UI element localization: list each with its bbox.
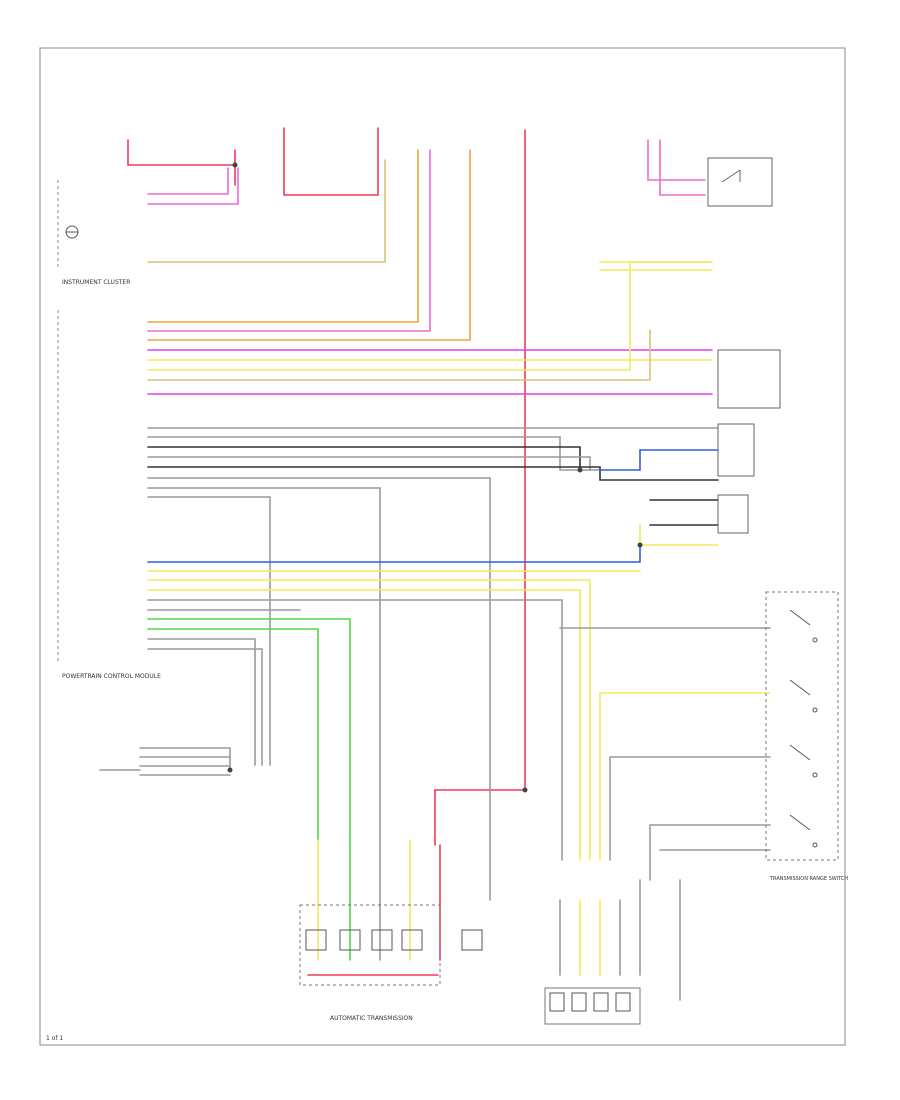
transmission-range-switch [765,591,839,861]
splice-2 [577,467,583,473]
solenoid-module-right-1 [717,349,781,409]
solenoid-2 [339,929,361,951]
instrument-cluster-label: INSTRUMENT CLUSTER [62,279,130,286]
wire-bottom-r2 [559,879,641,976]
wire-l-4 [147,589,581,861]
splice-4 [227,767,233,773]
wire-sensor-r [649,499,719,526]
wire-row-3 [147,149,471,341]
wire-row-7 [147,329,651,381]
wire-l-10 [147,648,263,766]
wire-r-2 [599,692,771,861]
wire-red-main [434,129,526,846]
wire-s-8 [147,496,271,766]
wire-yellow-ext [599,261,713,271]
wire-s-3 [147,446,581,471]
automatic-transmission-label: AUTOMATIC TRANSMISSION [330,1015,413,1022]
solenoid-5 [461,929,483,951]
wire-r-3 [609,756,771,861]
page-reference: 1 of 1 [46,1035,63,1042]
sensor-module-right-3 [717,494,749,534]
splice-5 [522,787,528,793]
wire-l-5 [147,599,563,861]
splice-1 [232,162,238,168]
range-switch-label: TRANSMISSION RANGE SWITCH [769,876,848,882]
bottom-connector-block [544,987,641,1025]
top-right-relay [707,157,773,207]
cluster-indicator-lamp [65,225,79,239]
solenoid-1 [305,929,327,951]
solenoid-4 [401,929,423,951]
wire-l-1 [147,544,641,563]
wire-l-9 [147,638,256,766]
wire-s-5 [147,466,719,481]
automatic-transmission-box [299,904,441,986]
wire-l-3 [147,579,591,861]
pcm-label: POWERTRAIN CONTROL MODULE [62,673,161,680]
wire-ground-bundle [99,747,231,776]
wire-s-4 [147,456,591,471]
splice-3 [637,542,643,548]
diagram-border [39,47,846,1046]
wire-pink-cluster-2 [147,167,239,205]
sensor-module-right-2 [717,423,755,477]
wire-tan-cluster [147,159,386,263]
wire-s-6 [147,477,491,901]
wire-row-2 [147,149,431,332]
wire-r-4 [649,824,771,881]
wire-l-8 [147,628,319,841]
wire-blue-1 [599,449,719,471]
wire-row-1 [147,149,419,323]
wire-bottom-r [579,899,601,976]
wire-s-2 [147,436,601,471]
wire-yellow-r [639,524,719,546]
wire-s-7 [147,487,381,841]
solenoid-3 [371,929,393,951]
wire-l-7 [147,618,351,841]
wire-pink-cluster-1 [147,167,229,195]
wire-red-top [127,127,379,196]
wire-pink-relay [647,139,706,196]
